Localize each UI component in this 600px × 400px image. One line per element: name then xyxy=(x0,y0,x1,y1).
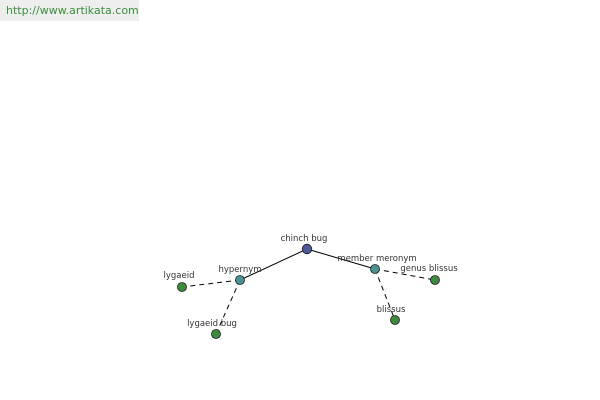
root-node-label: chinch bug xyxy=(281,234,328,244)
node-genus-blissus[interactable]: genus blissus xyxy=(400,264,458,285)
node-member-meronym[interactable]: member meronym xyxy=(337,254,417,274)
node-lygaeid[interactable]: lygaeid xyxy=(164,271,195,292)
site-url-link[interactable]: http://www.artikata.com xyxy=(0,0,139,21)
edge-hypernym-lygaeid xyxy=(181,279,241,288)
relation-node-marker xyxy=(235,275,245,285)
edge-root-hypernym xyxy=(239,248,308,281)
relation-node-label: hypernym xyxy=(218,265,261,275)
leaf-node-marker xyxy=(390,315,400,325)
node-chinch-bug[interactable]: chinch bug xyxy=(281,234,328,255)
edge-hypernym-lygaeid-bug xyxy=(215,279,241,335)
node-hypernym[interactable]: hypernym xyxy=(218,265,262,285)
node-lygaeid-bug[interactable]: lygaeid bug xyxy=(187,319,237,339)
edge-meronym-blissus xyxy=(374,268,396,321)
leaf-node-label: genus blissus xyxy=(400,264,458,274)
leaf-node-marker xyxy=(177,282,187,292)
leaf-node-label: blissus xyxy=(377,305,406,315)
relation-node-marker xyxy=(370,264,380,274)
edge-root-member-meronym xyxy=(306,248,376,270)
node-blissus[interactable]: blissus xyxy=(377,305,406,325)
leaf-node-marker xyxy=(430,275,440,285)
leaf-node-label: lygaeid xyxy=(164,271,195,281)
edge-meronym-genus-blissus xyxy=(374,268,436,281)
root-node-marker xyxy=(301,243,313,255)
leaf-node-label: lygaeid bug xyxy=(187,319,237,329)
relation-node-label: member meronym xyxy=(337,254,416,264)
leaf-node-marker xyxy=(211,329,221,339)
